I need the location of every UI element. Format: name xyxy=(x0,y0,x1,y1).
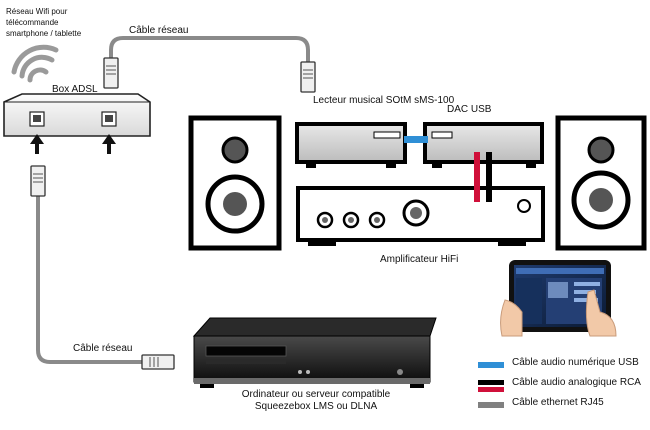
rca-cable-red xyxy=(474,152,480,202)
rj45-connector-bottom-right xyxy=(141,354,175,370)
ethernet-cable-top xyxy=(109,36,310,88)
wifi-label: Réseau Wifi pour télécommande smartphone… xyxy=(6,7,82,38)
legend-swatch-usb xyxy=(478,362,504,368)
box-adsl-label: Box ADSL xyxy=(52,84,98,95)
legend-text-rca: Câble audio analogique RCA xyxy=(512,377,641,388)
cable-bottom-label: Câble réseau xyxy=(73,343,133,354)
dac-device xyxy=(423,122,544,168)
legend-text-usb: Câble audio numérique USB xyxy=(512,357,639,368)
rca-cable-black xyxy=(486,152,492,202)
legend-swatch-ethernet xyxy=(478,402,504,408)
server-computer xyxy=(192,317,437,388)
arrow-up-icon xyxy=(30,134,116,154)
cable-top-label: Câble réseau xyxy=(129,25,189,36)
hand-icon xyxy=(500,289,617,337)
dac-label: DAC USB xyxy=(447,104,492,115)
ethernet-cable-bottom xyxy=(36,196,142,364)
amplifier-label: Amplificateur HiFi xyxy=(380,254,459,265)
amplifier-device xyxy=(296,186,545,246)
legend-swatch-rca-red xyxy=(478,387,504,392)
box-adsl xyxy=(3,93,151,137)
speaker-left xyxy=(188,115,282,251)
legend-text-ethernet: Câble ethernet RJ45 xyxy=(512,397,604,408)
usb-cable xyxy=(404,136,428,143)
wifi-icon xyxy=(11,44,59,83)
server-label: Ordinateur ou serveur compatible Squeeze… xyxy=(241,389,391,412)
music-player-label: Lecteur musical SOtM sMS-100 xyxy=(313,95,454,107)
legend-swatch-rca-black xyxy=(478,380,504,385)
rj45-connector-top-right xyxy=(300,61,316,93)
music-player-device xyxy=(295,122,407,168)
speaker-right xyxy=(555,115,647,251)
rj45-connector-top-left xyxy=(103,57,119,89)
rj45-connector-bottom-left xyxy=(30,165,46,197)
music-player-label-text: Lecteur musical SOtM sMS-100 xyxy=(313,95,455,106)
